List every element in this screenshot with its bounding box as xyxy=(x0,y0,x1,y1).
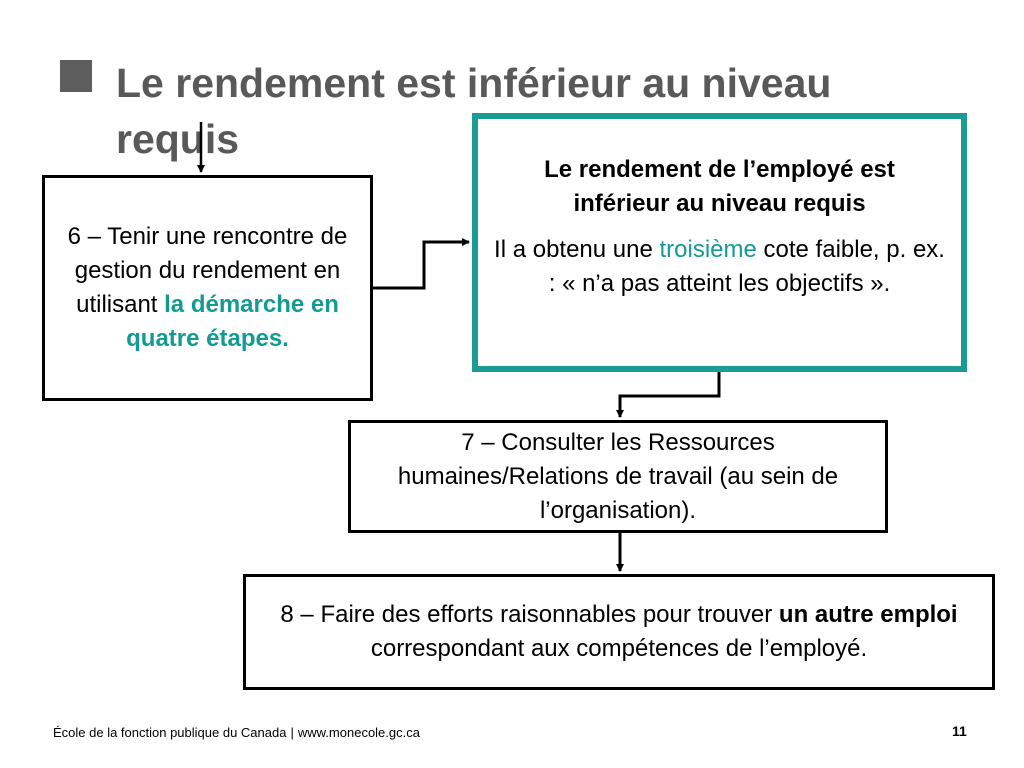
step-6-text-main: 6 – Tenir une rencontre de gestion du re… xyxy=(67,223,348,318)
footer-url[interactable]: www.monecole.gc.ca xyxy=(297,725,420,740)
step-7-text: 7 – Consulter les Ressources humaines/Re… xyxy=(397,428,839,524)
status-highlight: troisième xyxy=(659,236,757,263)
status-text: Il a obtenu une troisième cote faible, p… xyxy=(494,233,945,301)
arrow-main-to-step7 xyxy=(616,372,721,418)
step-8-text-after: correspondant aux compétences de l’emplo… xyxy=(370,635,868,662)
step-6-highlight: la démarche en quatre étapes. xyxy=(126,291,339,352)
page-title: Le rendement est inférieur au niveau req… xyxy=(116,60,832,162)
footer: École de la fonction publique du Canada|… xyxy=(53,725,420,740)
step-8-text-before: 8 – Faire des efforts raisonnables pour … xyxy=(280,601,779,628)
status-text-after: cote faible, p. ex. : « n’a pas atteint … xyxy=(548,236,945,297)
arrow-step6-to-main xyxy=(373,238,470,290)
status-heading: Le rendement de l’employé est inférieur … xyxy=(544,156,895,217)
footer-org: École de la fonction publique du Canada xyxy=(53,725,287,740)
step-7-box: 7 – Consulter les Ressources humaines/Re… xyxy=(348,420,888,533)
step-8-box: 8 – Faire des efforts raisonnables pour … xyxy=(243,574,995,690)
step-6-text: 6 – Tenir une rencontre de gestion du re… xyxy=(53,220,362,356)
step-6-box: 6 – Tenir une rencontre de gestion du re… xyxy=(42,175,373,401)
status-text-before: Il a obtenu une xyxy=(494,236,660,263)
title-bullet xyxy=(60,60,92,92)
step-8-bold: un autre emploi xyxy=(778,601,958,628)
page-number: 11 xyxy=(952,723,967,739)
step-8-text: 8 – Faire des efforts raisonnables pour … xyxy=(262,598,976,666)
footer-separator: | xyxy=(290,725,294,740)
performance-status-box: Le rendement de l’employé est inférieur … xyxy=(472,113,967,372)
